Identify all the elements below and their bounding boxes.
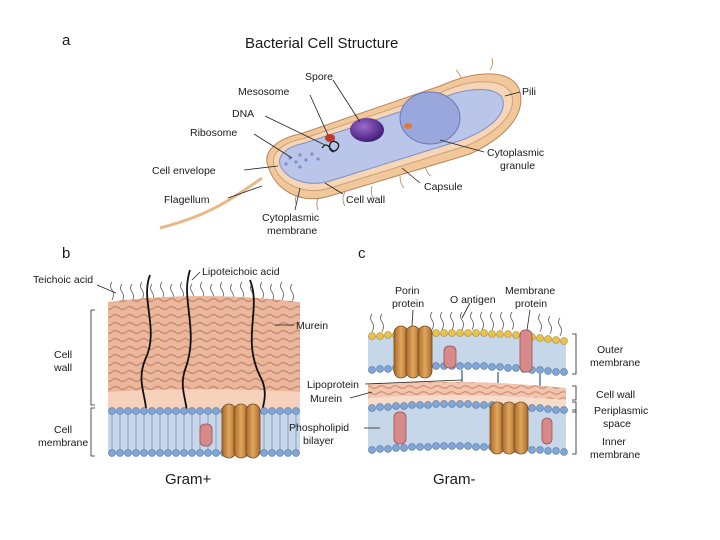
label-cell-wall-b-2: wall	[53, 362, 72, 374]
label-spore: Spore	[305, 71, 333, 83]
inner-membrane-porin	[489, 401, 529, 455]
outer-membrane-small-protein	[443, 345, 457, 369]
gram-negative-caption: Gram-	[433, 471, 476, 488]
label-pili: Pili	[522, 86, 536, 98]
label-periplasmic: Periplasmic	[594, 405, 648, 417]
label-phospholipid-2: bilayer	[303, 435, 334, 447]
panel-b: b	[33, 245, 328, 488]
label-cell-wall-b: Cell	[54, 349, 72, 361]
dna-strand	[321, 140, 340, 153]
flagellum-strand	[159, 176, 263, 230]
label-ribosome: Ribosome	[190, 127, 237, 139]
bacterial-cell	[159, 57, 522, 230]
label-inner-membrane-2: membrane	[590, 449, 640, 461]
gram-pos-membrane	[108, 403, 300, 459]
gram-pos-porin	[221, 403, 261, 459]
label-cytoplasmic-granule: Cytoplasmic	[487, 147, 544, 159]
label-cell-wall-c: Cell wall	[596, 389, 635, 401]
label-capsule: Capsule	[424, 181, 463, 193]
gram-neg-porin	[393, 325, 433, 379]
spore-shape	[350, 118, 384, 142]
label-flagellum: Flagellum	[164, 194, 210, 206]
o-antigen-chains	[370, 311, 562, 337]
panel-b-letter: b	[62, 245, 70, 262]
label-murein-c: Murein	[310, 393, 342, 405]
panel-a-title: Bacterial Cell Structure	[245, 35, 398, 52]
label-periplasmic-2: space	[603, 418, 631, 430]
inner-membrane-small-protein	[541, 417, 553, 445]
granule-shape	[404, 123, 412, 129]
gram-pos-murein	[108, 296, 300, 400]
cell-cut-face	[399, 91, 461, 145]
gram-neg-murein	[368, 381, 566, 400]
label-membrane-protein-2: protein	[515, 298, 547, 310]
label-dna: DNA	[232, 108, 254, 120]
label-lipoprotein: Lipoprotein	[307, 379, 359, 391]
label-outer-membrane-2: membrane	[590, 357, 640, 369]
outer-membrane	[368, 325, 568, 379]
label-mesosome: Mesosome	[238, 86, 290, 98]
panel-c-brackets	[349, 302, 577, 455]
label-murein-b: Murein	[296, 320, 328, 332]
gram-pos-membrane-protein	[199, 423, 213, 447]
panel-b-brackets	[90, 271, 294, 457]
inner-membrane	[368, 400, 568, 456]
label-cell-envelope: Cell envelope	[152, 165, 216, 177]
label-lipoteichoic-acid: Lipoteichoic acid	[202, 266, 280, 278]
inner-membrane-protein	[393, 411, 407, 445]
label-porin-2: protein	[392, 298, 424, 310]
panel-a-letter: a	[62, 32, 71, 49]
label-cell-membrane: Cell	[54, 424, 72, 436]
label-cell-membrane-2: membrane	[38, 437, 88, 449]
label-cell-wall: Cell wall	[346, 194, 385, 206]
gram-positive-caption: Gram+	[165, 471, 212, 488]
panel-c-letter: c	[358, 245, 366, 262]
panel-c: c	[289, 245, 648, 488]
label-cytoplasmic-membrane-2: membrane	[267, 225, 317, 237]
label-inner-membrane: Inner	[602, 436, 626, 448]
label-teichoic-acid: Teichoic acid	[33, 274, 93, 286]
panel-a: a Bacterial Cell Structure	[62, 32, 544, 237]
membrane-protein-shape	[519, 329, 533, 373]
label-cytoplasmic-granule-2: granule	[500, 160, 535, 172]
label-outer-membrane: Outer	[597, 344, 624, 356]
panel-a-leaders	[227, 79, 521, 211]
label-porin: Porin	[395, 285, 420, 297]
label-cytoplasmic-membrane: Cytoplasmic	[262, 212, 319, 224]
mesosome-shape	[325, 134, 335, 142]
label-membrane-protein: Membrane	[505, 285, 555, 297]
label-o-antigen: O antigen	[450, 294, 496, 306]
label-phospholipid: Phospholipid	[289, 422, 349, 434]
